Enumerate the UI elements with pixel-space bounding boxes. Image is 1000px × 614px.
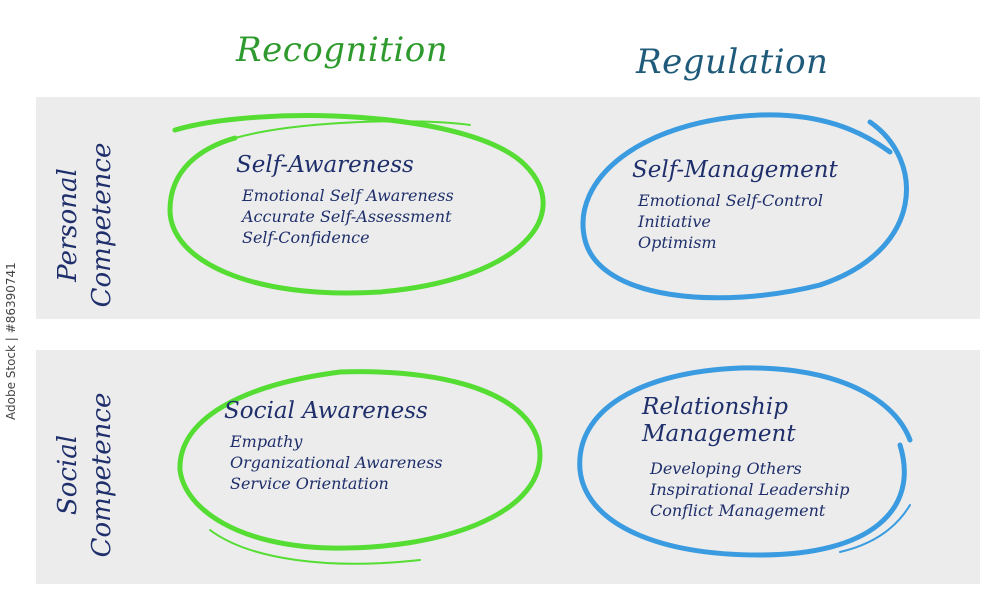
list-item: Developing Others (650, 459, 802, 478)
cell-self-awareness: Self-Awareness Emotional Self Awareness … (236, 152, 454, 248)
column-header-regulation: Regulation (636, 42, 829, 82)
list-item: Emotional Self Awareness (242, 186, 454, 205)
list-item: Emotional Self-Control (638, 191, 824, 210)
list-item: Accurate Self-Assessment (242, 207, 452, 226)
list-item: Organizational Awareness (230, 453, 443, 472)
list-item: Service Orientation (230, 474, 389, 493)
band-personal (36, 97, 980, 319)
row-label-personal-line2: Competence (87, 142, 117, 308)
list-item: Empathy (230, 432, 303, 451)
row-label-personal: Personal Competence (51, 125, 121, 325)
row-label-personal-line1: Personal (53, 168, 83, 282)
row-label-social-line1: Social (53, 434, 83, 516)
column-header-recognition: Recognition (236, 30, 449, 70)
list-item: Self-Confidence (242, 228, 370, 247)
stock-id-label: Adobe Stock | #86390741 (4, 262, 18, 420)
list-item: Initiative (638, 212, 711, 231)
cell-self-management: Self-Management Emotional Self-Control I… (632, 157, 838, 253)
cell-social-awareness: Social Awareness Empathy Organizational … (224, 398, 443, 494)
list-item: Optimism (638, 233, 717, 252)
cell-title-line2: Management (642, 421, 796, 447)
row-label-social-line2: Competence (87, 392, 117, 558)
cell-title: Social Awareness (224, 398, 428, 424)
list-item: Inspirational Leadership (650, 480, 850, 499)
cell-title-line1: Relationship (642, 394, 788, 420)
cell-relationship-management: Relationship Management Developing Other… (642, 394, 849, 521)
list-item: Conflict Management (650, 501, 826, 520)
cell-title: Self-Awareness (236, 152, 414, 178)
cell-title: Self-Management (632, 157, 838, 183)
row-label-social: Social Competence (51, 375, 121, 575)
